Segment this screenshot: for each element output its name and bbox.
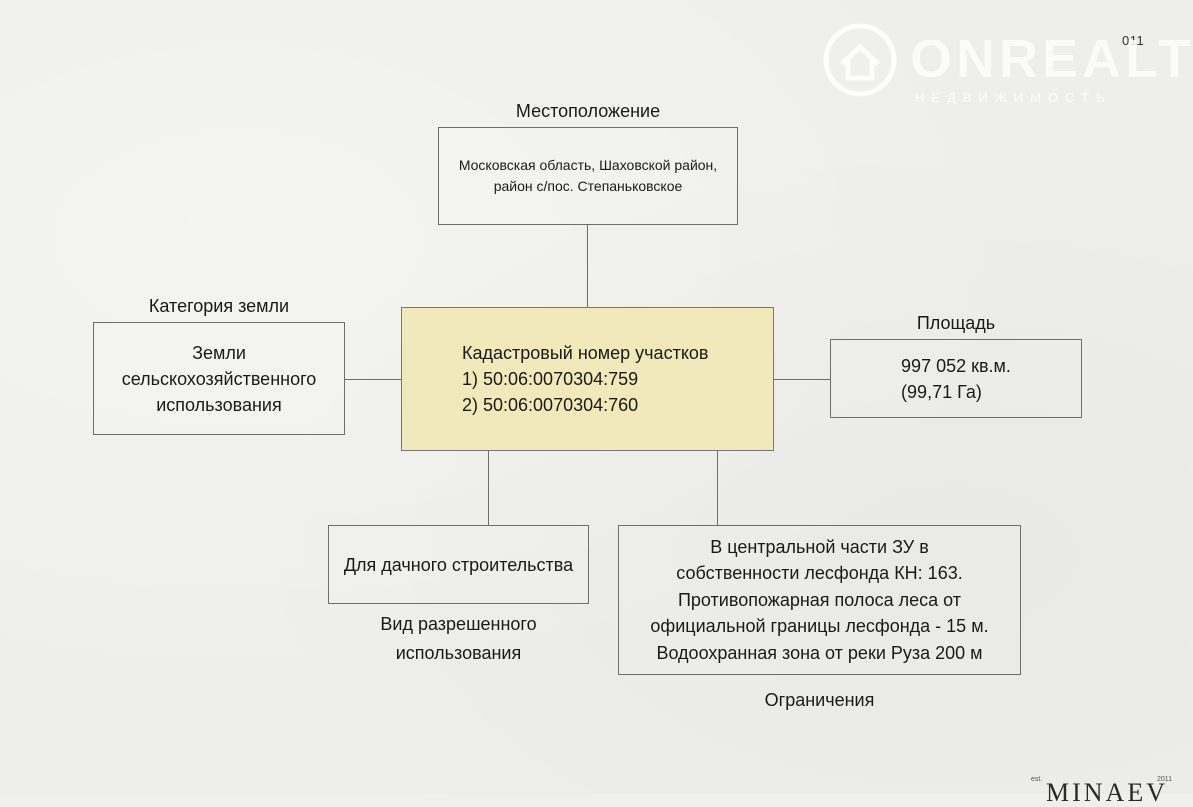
restrictions-text: В центральной части ЗУ в собственности л… (650, 536, 989, 663)
land-category-box: Земли сельскохозяйственного использовани… (93, 322, 345, 435)
connector-left (345, 379, 401, 380)
footer-year: 2011 (1157, 776, 1173, 783)
area-text: 997 052 кв.м. (99,71 Га) (901, 355, 1011, 402)
connector-bottom-right (717, 451, 718, 525)
cadastral-box: Кадастровый номер участков 1) 50:06:0070… (401, 307, 774, 451)
location-box: Московская область, Шаховской район, рай… (438, 127, 738, 225)
connector-bottom-left (488, 451, 489, 525)
permitted-use-label: Вид разрешенного использования (380, 614, 537, 663)
watermark-logo: ONREALT НЕДВИЖИМОСТЬ (820, 20, 1191, 105)
logo-wordmark: ONREALT (910, 29, 1193, 89)
permitted-use-box: Для дачного строительства (328, 525, 589, 604)
logo-subtitle: НЕДВИЖИМОСТЬ (915, 90, 1112, 105)
location-text: Московская область, Шаховской район, рай… (458, 157, 718, 194)
land-category-label: Категория земли (148, 296, 290, 316)
restrictions-box: В центральной части ЗУ в собственности л… (618, 525, 1021, 675)
land-category-text: Земли сельскохозяйственного использовани… (121, 342, 317, 415)
connector-top (587, 225, 588, 307)
connector-right (774, 379, 830, 380)
area-box: 997 052 кв.м. (99,71 Га) (830, 339, 1082, 418)
footer-brand: MINAEV (1046, 778, 1168, 807)
area-label: Площадь (916, 313, 996, 333)
house-icon (823, 23, 897, 97)
cadastral-text: Кадастровый номер участков 1) 50:06:0070… (462, 343, 709, 415)
permitted-use-text: Для дачного строительства (343, 554, 574, 575)
location-label: Местоположение (515, 101, 661, 121)
page-number: 011 (1122, 33, 1145, 48)
footer-est: est. (1031, 776, 1043, 783)
restrictions-label: Ограничения (764, 690, 875, 710)
